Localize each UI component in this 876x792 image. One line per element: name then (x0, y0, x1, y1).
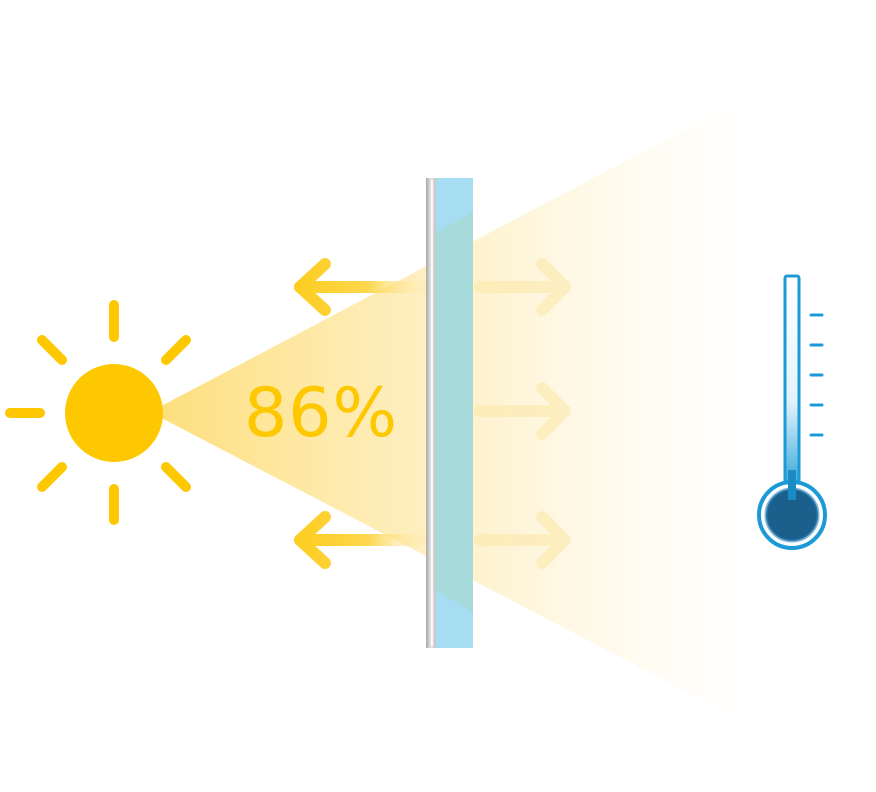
glass-pane-icon (426, 178, 473, 648)
arrow-left-icon (294, 511, 426, 569)
arrow-left-icon (294, 258, 426, 316)
reflected-arrow-bottom (294, 511, 426, 569)
reflected-arrow-top (294, 258, 426, 316)
arrow-right-icon (474, 382, 571, 440)
percentage-label: 86% (244, 374, 398, 453)
thermometer-icon (757, 274, 827, 550)
transmitted-arrows (474, 258, 571, 569)
arrow-right-icon (474, 511, 571, 569)
sun-icon (5, 300, 191, 525)
arrow-right-icon (474, 258, 571, 316)
